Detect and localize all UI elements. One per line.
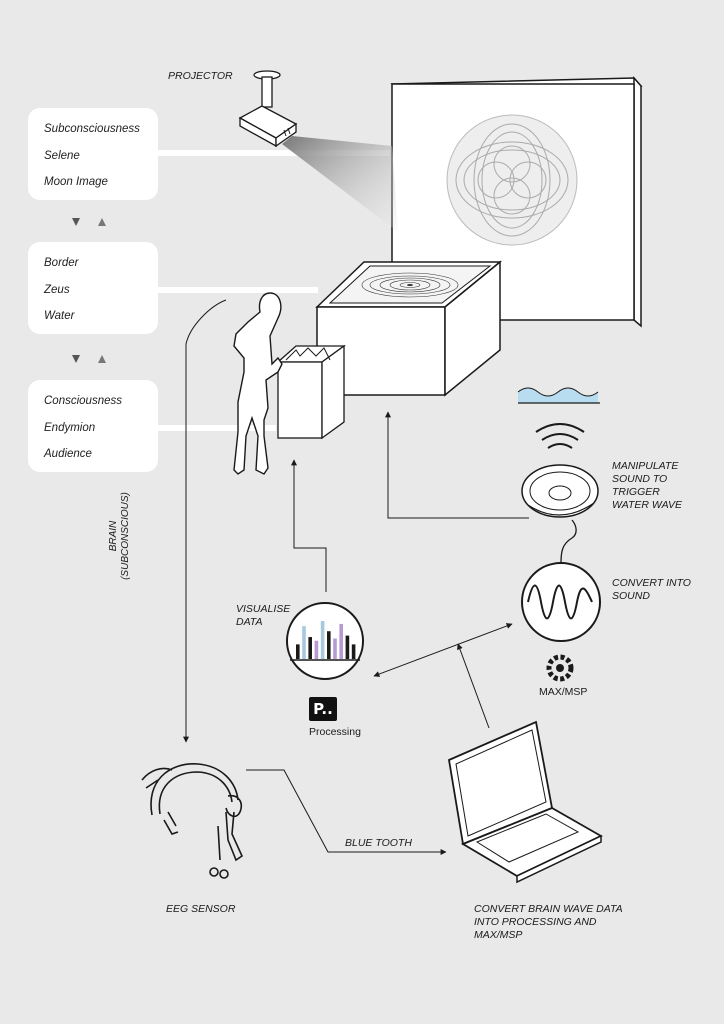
sound-wave-converter [521, 562, 601, 642]
water-ripple-pattern [361, 272, 459, 298]
person-silhouette-icon [233, 292, 283, 475]
connector-line [158, 287, 318, 293]
chart-bar [308, 637, 312, 659]
console-table [276, 344, 346, 440]
concept-label: Selene [44, 149, 80, 162]
concept-label: Audience [44, 448, 92, 460]
connector-line [158, 425, 276, 431]
max-msp-label: MAX/MSP [539, 686, 588, 698]
concept-label: Zeus [44, 283, 70, 296]
concept-label: Subconsciousness [44, 123, 140, 135]
down-arrow-icon [72, 355, 80, 363]
connector-line [158, 150, 390, 156]
convert-brain-wave-label: CONVERT BRAIN WAVE DATA INTO PROCESSING … [474, 903, 623, 941]
bluetooth-arrow [246, 769, 447, 855]
manipulate-sound-label: MANIPULATE SOUND TO TRIGGER WATER WAVE [612, 460, 683, 511]
concept-label: Moon Image [44, 176, 108, 188]
processing-label: Processing [309, 726, 361, 738]
down-arrow-icon [72, 218, 80, 226]
chart-bar [351, 644, 356, 659]
chart-bar [345, 635, 350, 659]
up-arrow-icon [98, 218, 106, 226]
projector-label: PROJECTOR [168, 70, 233, 82]
sound-wave-icon [535, 423, 585, 449]
concept-box-border: Border Zeus Water [28, 242, 158, 334]
eeg-headset-icon [141, 763, 244, 879]
water-tank [315, 260, 503, 397]
bluetooth-label: BLUE TOOTH [345, 837, 412, 849]
moon-image-icon [446, 114, 578, 246]
water-wave-icon [517, 387, 600, 404]
max-msp-icon [546, 654, 574, 682]
concept-box-subconsciousness: Subconsciousness Selene Moon Image [28, 108, 158, 200]
visualise-data-label: VISUALISE DATA [236, 603, 291, 628]
chart-bar [314, 640, 319, 659]
concept-label: Water [44, 310, 75, 322]
chart-bar [296, 644, 300, 659]
processing-maxmsp-arrow [373, 623, 513, 677]
processing-logo-icon: P.. [309, 697, 337, 721]
projector-icon [238, 70, 298, 148]
chart-bar [302, 626, 306, 659]
visualise-data-chart [286, 602, 364, 680]
chart-bar [320, 621, 325, 659]
chart-bar [327, 631, 331, 659]
brain-signal-arrow [183, 299, 227, 743]
chart-bar [333, 638, 337, 659]
eeg-sensor-label: EEG SENSOR [166, 903, 236, 915]
laptop-icon [447, 720, 603, 884]
visualise-to-console-arrow [291, 459, 327, 592]
chart-bar [339, 623, 343, 659]
up-arrow-icon [98, 355, 106, 363]
projection-beam [282, 136, 398, 232]
concept-box-consciousness: Consciousness Endymion Audience [28, 380, 158, 472]
brain-subconscious-label: BRAIN (SUBCONSCIOUS) [108, 492, 131, 580]
concept-label: Endymion [44, 421, 96, 434]
concept-label: Consciousness [44, 395, 122, 407]
convert-sound-label: CONVERT INTO SOUND [612, 577, 691, 602]
speaker-cable [560, 519, 577, 564]
speaker-icon [521, 464, 599, 518]
laptop-to-link-arrow [457, 643, 490, 729]
concept-label: Border [44, 257, 79, 269]
speaker-to-tank-arrow [385, 411, 529, 519]
